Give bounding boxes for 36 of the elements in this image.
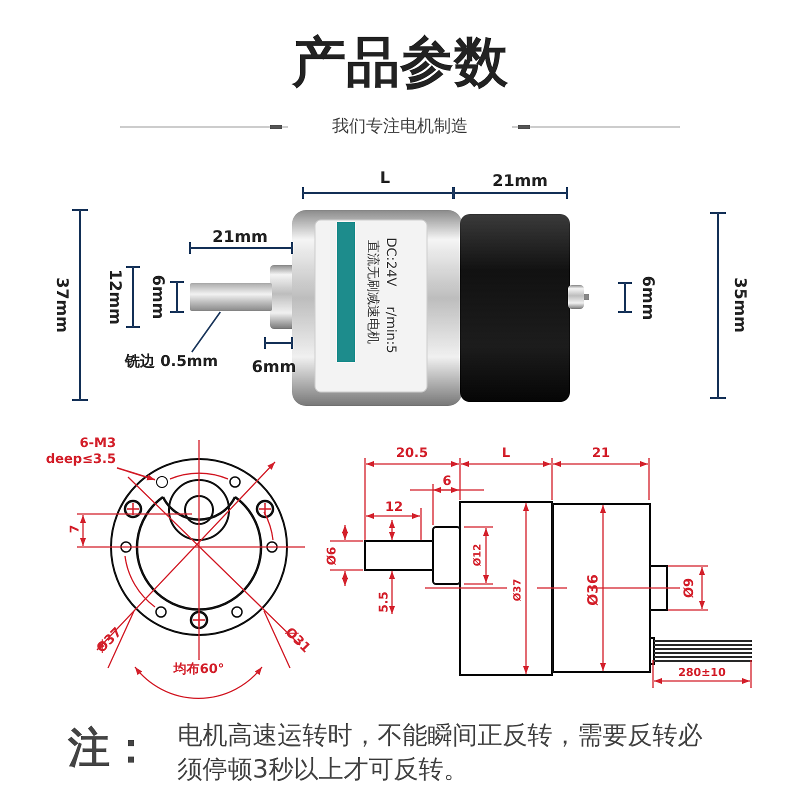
dimension-label: 20.5: [396, 446, 428, 462]
dimension-label: 21mm: [212, 228, 268, 246]
dimension-label: 6mm: [252, 358, 296, 376]
subtitle: 我们专注电机制造: [332, 118, 468, 136]
dimension-label: 21: [592, 446, 610, 462]
dimension-label: Ø36: [586, 574, 602, 606]
motor-shaft: [190, 283, 272, 311]
dimension-label: 37mm: [53, 277, 71, 333]
dimension-label: 6mm: [149, 274, 167, 320]
dimension-label: L: [380, 169, 390, 187]
dimension-label: 280±10: [678, 666, 726, 680]
dimension-label: Ø6: [325, 546, 339, 566]
dimension-label: 12: [384, 500, 404, 516]
note-heading: 注：: [68, 724, 152, 772]
dimension-label: 7: [68, 524, 82, 534]
dimension-label: Ø9: [682, 578, 698, 598]
leader-line: [191, 312, 221, 352]
dimension-label: 5.5: [377, 591, 391, 613]
leader-line: [116, 467, 156, 481]
dimension-label: 12mm: [106, 269, 124, 325]
note-text: 电机高速运转时，不能瞬间正反转，需要反转必须停顿3秒以上才可反转。: [178, 719, 704, 785]
annotation-text: 6-M3 deep≤3.5: [30, 436, 116, 468]
dimension-label: 6mm: [639, 276, 657, 320]
mounting-hole: [156, 476, 168, 488]
dimension-label: 均布60°: [174, 662, 224, 678]
dimension-label: 21mm: [492, 172, 548, 190]
motor-label-text: r/min:5: [382, 306, 398, 354]
motor-label-text: DC:24V: [382, 238, 398, 286]
dimension-label: 35mm: [731, 277, 749, 333]
title: 产品参数: [292, 32, 508, 92]
motor-label-text: 直流无刷减速电机: [364, 240, 380, 344]
dimension-label: Ø12: [472, 544, 484, 566]
annotation-text: 铣边 0.5mm: [125, 353, 243, 370]
dimension-label: L: [502, 446, 510, 462]
dimension-label: 6: [442, 474, 452, 490]
dimension-label: Ø37: [512, 578, 524, 602]
